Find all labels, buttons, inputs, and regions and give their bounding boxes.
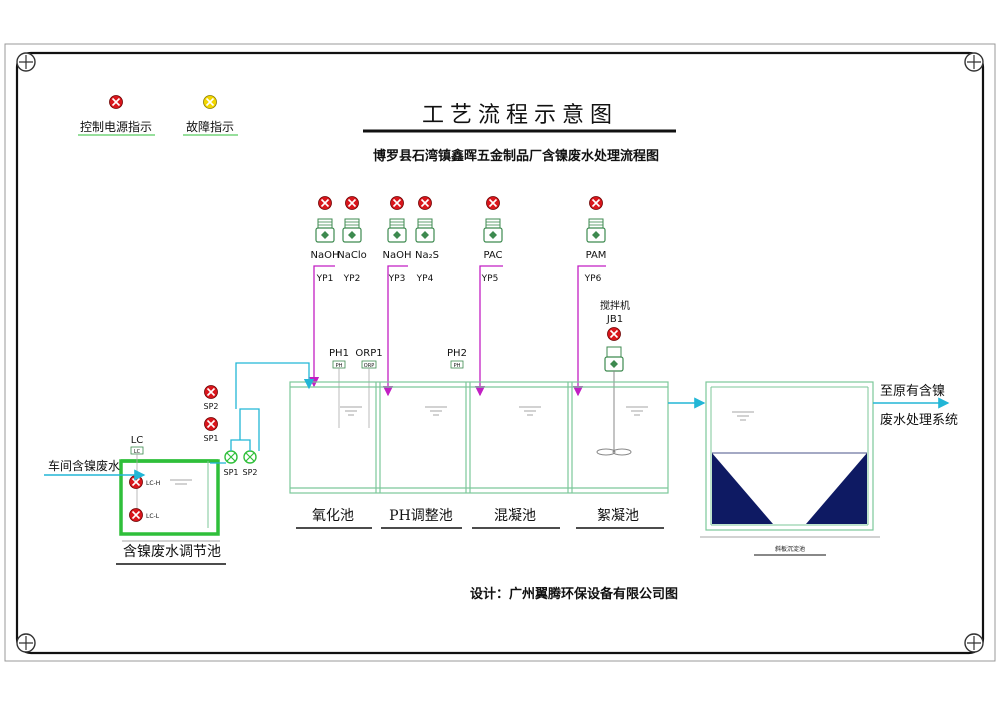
level-low-indicator-icon: [128, 507, 144, 523]
pump-indicator-icon: [344, 195, 360, 211]
power-indicator-icon: [108, 94, 124, 110]
ph2-box-label: PH: [454, 363, 461, 369]
outlet-label-line2: 废水处理系统: [880, 412, 958, 428]
tank-oxidation-label: 氧化池: [312, 508, 354, 524]
ph1-box-label: PH: [336, 363, 343, 369]
mixer-motor-icon: [604, 346, 624, 372]
pump-indicator-icon: [317, 195, 333, 211]
dosing-pump-yp4: Na₂S YP4: [415, 195, 439, 284]
lift-pumps: SP2 SP1 SP1 SP2: [203, 384, 258, 477]
sp1-pump-icon: [224, 450, 238, 464]
legend: 控制电源指示 故障指示: [78, 94, 238, 136]
lc-box-label: LC: [134, 449, 141, 455]
tank-flocculation-label: 絮凝池: [597, 507, 639, 524]
pump-tag-label: YP1: [316, 274, 334, 284]
pump-chemical-label: NaClo: [337, 250, 367, 261]
orp1-label: ORP1: [355, 348, 382, 359]
orp1-box-label: ORP: [364, 363, 374, 369]
sp1-indicator-icon: [203, 416, 219, 432]
pump-tag-label: YP5: [481, 274, 499, 284]
pump-chemical-label: PAC: [483, 250, 502, 261]
ph1-label: PH1: [329, 348, 349, 359]
sp1-indicator-label: SP1: [204, 434, 219, 443]
pump-tag-label: YP3: [388, 274, 406, 284]
sp2-indicator-label: SP2: [204, 402, 219, 411]
dosing-pump-icon: [342, 218, 362, 243]
legend-power-label: 控制电源指示: [80, 119, 152, 134]
corner-bolt-icon: [964, 52, 984, 72]
diagram-title: 工艺流程示意图: [422, 103, 618, 128]
dosing-pump-icon: [315, 218, 335, 243]
lift-pipes: [210, 362, 315, 464]
mixer-tag-label: JB1: [606, 314, 623, 325]
tank-ph-adjust-label: PH调整池: [389, 508, 453, 524]
pump-indicator-icon: [389, 195, 405, 211]
inlet-label: 车间含镍废水: [48, 458, 120, 473]
pump-chemical-label: PAM: [586, 250, 607, 261]
drawing-frame: [4, 43, 996, 662]
pump-chemical-label: NaOH: [311, 250, 340, 261]
sp1-pump-label: SP1: [224, 468, 239, 477]
reaction-tank-train: [289, 381, 669, 494]
tank-coagulation-label: 混凝池: [494, 508, 536, 524]
diagram-subtitle: 博罗县石湾镇鑫晖五金制品厂含镍废水处理流程图: [373, 148, 659, 164]
dosing-pump-yp6: PAM YP6: [584, 195, 607, 284]
instrument-ph2: PH2 PH: [447, 348, 467, 369]
legend-fault-label: 故障指示: [186, 119, 234, 134]
level-high-label: LC-H: [146, 480, 160, 487]
level-high-indicator-icon: [128, 474, 144, 490]
equalization-tank: [119, 459, 220, 542]
instrument-orp1: ORP1 ORP: [355, 348, 383, 428]
dosing-pump-yp2: NaClo YP2: [337, 195, 367, 284]
pump-tag-label: YP4: [416, 274, 434, 284]
sp2-pump-icon: [243, 450, 257, 464]
pump-tag-label: YP2: [343, 274, 361, 284]
dosing-pump-yp5: PAC YP5: [481, 195, 503, 284]
pump-indicator-icon: [417, 195, 433, 211]
corner-bolt-icon: [964, 633, 984, 653]
pump-indicator-icon: [485, 195, 501, 211]
dosing-pump-icon: [415, 218, 435, 243]
dosing-pump-icon: [483, 218, 503, 243]
level-low-label: LC-L: [146, 513, 160, 520]
pump-indicator-icon: [588, 195, 604, 211]
mixer-indicator-icon: [606, 326, 622, 342]
dosing-pump-icon: [387, 218, 407, 243]
fault-indicator-icon: [202, 94, 218, 110]
instrument-ph1: PH1 PH: [329, 348, 349, 428]
mixer-jb1: 搅拌机 JB1: [596, 299, 632, 456]
dosing-pump-yp1: NaOH YP1: [311, 195, 340, 284]
dosing-lines: [308, 265, 606, 397]
pump-tag-label: YP6: [584, 274, 602, 284]
corner-bolt-icon: [16, 52, 36, 72]
designer-credit: 设计：广州翼腾环保设备有限公司图: [470, 586, 678, 602]
inclined-plate-settler: [705, 381, 874, 531]
dosing-pump-yp3: NaOH YP3: [383, 195, 412, 284]
level-controller: LC LC LC-H LC-L: [128, 435, 160, 523]
pump-chemical-label: Na₂S: [415, 250, 439, 261]
pump-chemical-label: NaOH: [383, 250, 412, 261]
tank-equalization-label: 含镍废水调节池: [123, 544, 221, 560]
dosing-pump-icon: [586, 218, 606, 243]
water-level-marks: [340, 406, 754, 421]
sp2-indicator-icon: [203, 384, 219, 400]
mixer-name-label: 搅拌机: [600, 299, 630, 312]
corner-bolt-icon: [16, 633, 36, 653]
sp2-pump-label: SP2: [243, 468, 258, 477]
outlet-label-line1: 至原有含镍: [880, 383, 945, 399]
lc-label: LC: [131, 435, 144, 446]
settler-label: 斜板沉淀池: [775, 545, 805, 553]
ph2-label: PH2: [447, 348, 467, 359]
